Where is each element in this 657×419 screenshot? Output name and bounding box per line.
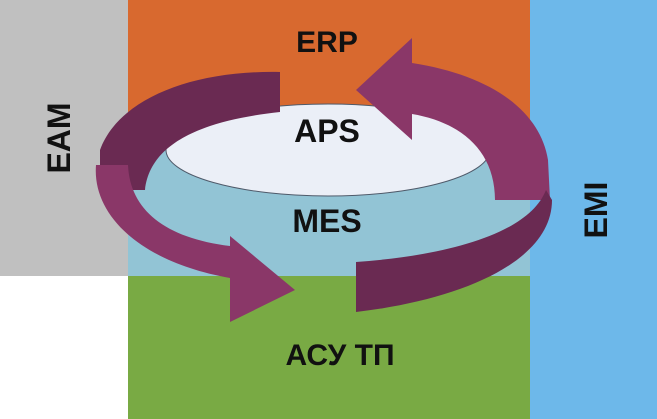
cycle-arrows-front (95, 165, 552, 322)
emi-label: EMI (578, 182, 614, 239)
left-arrow-back-band (100, 71, 280, 190)
cycle-arrows-back (100, 38, 550, 200)
right-arrow-front (356, 190, 552, 312)
left-arrow-front (95, 165, 295, 322)
acs-label: АСУ ТП (285, 339, 394, 372)
erp-label: ERP (296, 26, 358, 59)
acs-block (128, 276, 530, 419)
aps-label: APS (294, 113, 360, 149)
right-arrow-back-band (356, 38, 550, 200)
mes-label: MES (292, 203, 361, 239)
eam-label: EAM (41, 102, 77, 173)
